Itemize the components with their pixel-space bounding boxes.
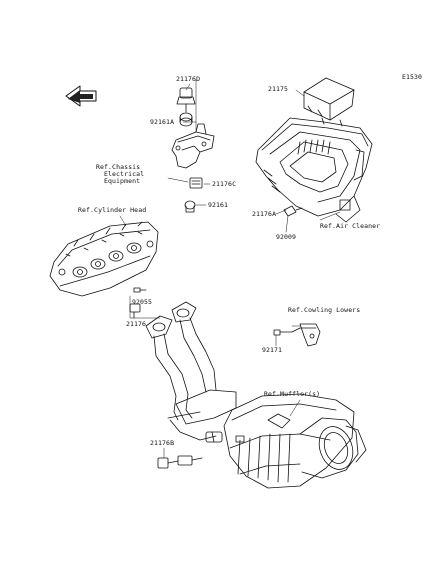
bolt-92161-part xyxy=(184,200,196,213)
grommet-92161A-part xyxy=(179,112,193,127)
label-ref-chassis-line1[interactable]: Ref.Chassis xyxy=(96,163,141,171)
front-arrow-icon xyxy=(65,85,97,107)
bracket-part xyxy=(171,123,215,169)
label-ref-chassis-line2[interactable]: Electrical xyxy=(104,170,145,178)
label-92055[interactable]: 92055 xyxy=(132,298,153,306)
label-92161[interactable]: 92161 xyxy=(208,201,229,209)
label-ref-muffler[interactable]: Ref.Muffler(s) xyxy=(264,390,321,398)
label-ref-air-cleaner[interactable]: Ref.Air Cleaner xyxy=(320,222,381,230)
label-ref-cowling-lowers[interactable]: Ref.Cowling Lowers xyxy=(288,306,361,314)
connector-21176C-part xyxy=(189,177,203,189)
label-92009[interactable]: 92009 xyxy=(276,233,297,241)
label-21176B[interactable]: 21176B xyxy=(150,439,175,447)
label-21176D[interactable]: 21176D xyxy=(176,75,201,83)
sensor-92171-part xyxy=(273,323,321,347)
label-92171[interactable]: 92171 xyxy=(262,346,283,354)
exhaust-header-pipes xyxy=(145,301,237,443)
sensor-21176D-part xyxy=(176,87,196,113)
cylinder-head xyxy=(49,215,159,297)
muffler xyxy=(223,393,367,489)
air-cleaner-housing xyxy=(255,117,373,233)
label-21175[interactable]: 21175 xyxy=(268,85,289,93)
sensor-21176B-part xyxy=(157,447,203,469)
sensor-21176-part xyxy=(129,287,161,319)
label-21176A[interactable]: 21176A xyxy=(252,210,277,218)
diagram-code: E1530 xyxy=(402,73,423,81)
label-21176C[interactable]: 21176C xyxy=(212,180,237,188)
label-ref-chassis-line3[interactable]: Equipment xyxy=(104,177,141,185)
sensor-bracket-assembly xyxy=(167,79,215,213)
label-21176[interactable]: 21176 xyxy=(126,320,147,328)
label-ref-cylinder-head[interactable]: Ref.Cylinder Head xyxy=(78,206,147,214)
label-92161A[interactable]: 92161A xyxy=(150,118,175,126)
ecu-21175-part xyxy=(295,77,355,121)
